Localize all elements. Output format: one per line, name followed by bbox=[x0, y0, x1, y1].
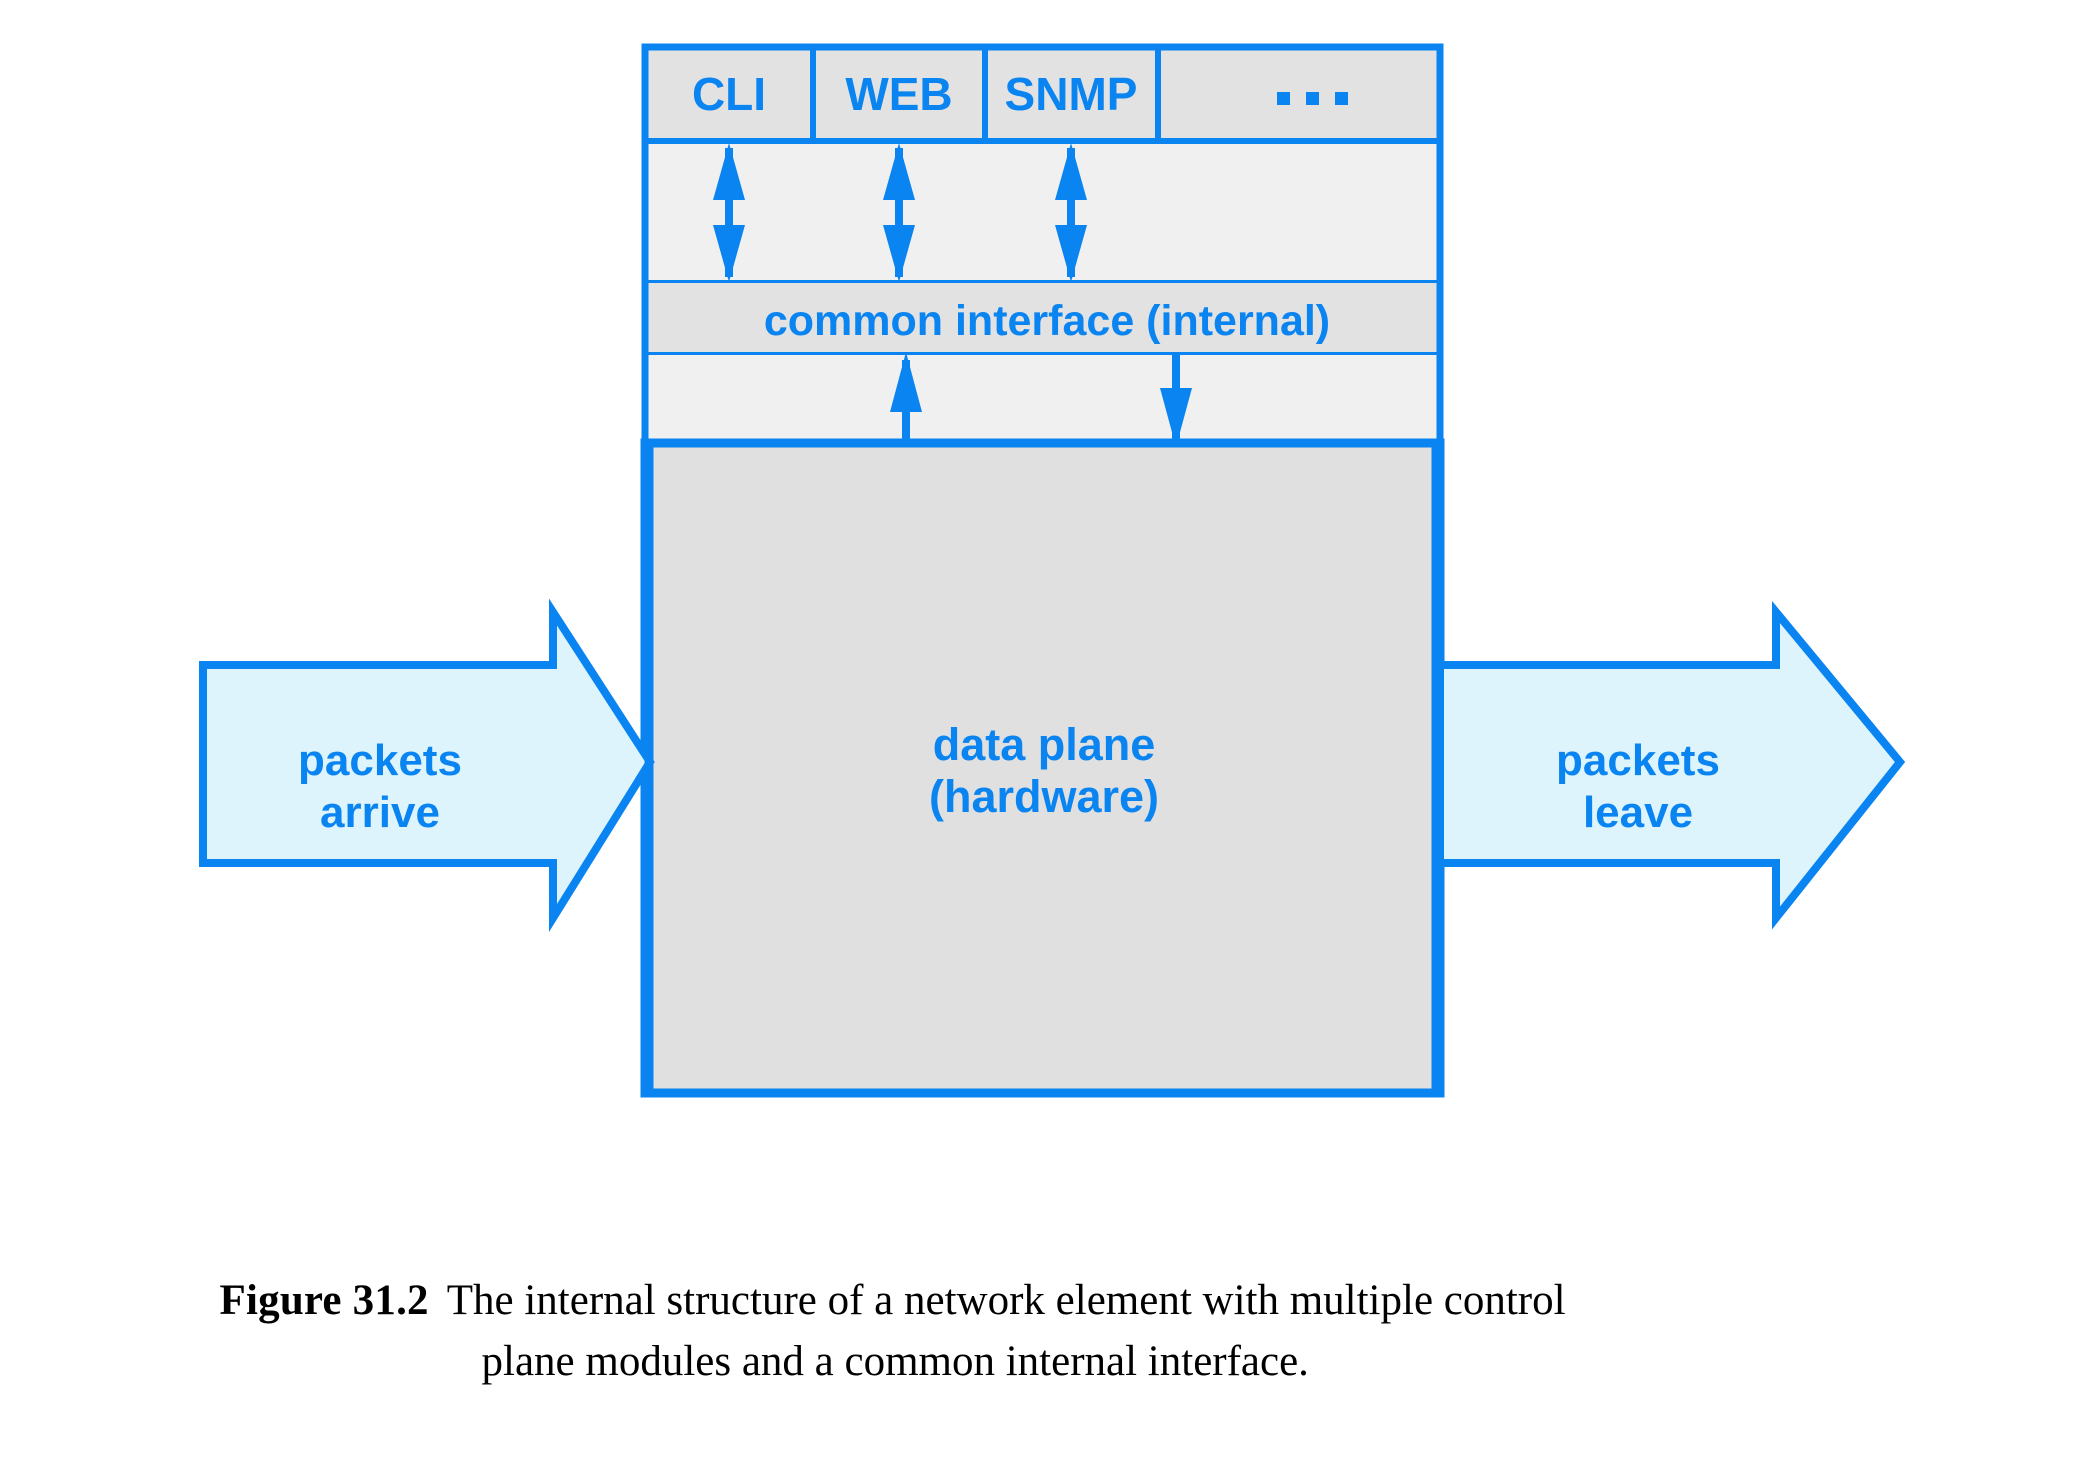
control-plane-module-row: CLI WEB SNMP bbox=[645, 47, 1440, 141]
arrow-interface-to-dataplane-down bbox=[1160, 355, 1192, 447]
module-cell-snmp-bg bbox=[985, 47, 1158, 141]
figure-caption: Figure 31.2 The internal structure of a n… bbox=[0, 1270, 2079, 1392]
packets-leave-arrow: packets leave bbox=[1436, 600, 1906, 930]
common-interface-label: common interface (internal) bbox=[764, 297, 1330, 345]
data-plane-label-line2: (hardware) bbox=[929, 771, 1159, 822]
caption-text-line-1: The internal structure of a network elem… bbox=[446, 1277, 1566, 1324]
packets-leave-shape bbox=[1436, 600, 1906, 930]
caption-figure-number: Figure 31.2 bbox=[219, 1277, 429, 1324]
interface-dataplane-gap-row bbox=[645, 352, 1440, 447]
caption-text-line-2: plane modules and a common internal inte… bbox=[481, 1338, 1309, 1386]
caption-line-2: plane modules and a common internal inte… bbox=[220, 1331, 1860, 1392]
arrow-web-bidirectional bbox=[883, 143, 915, 282]
module-label-ellipsis-icon bbox=[1277, 92, 1348, 105]
caption-line-1: Figure 31.2 The internal structure of a n… bbox=[220, 1270, 1860, 1331]
common-interface-bg bbox=[645, 283, 1440, 355]
gap-row-1-bg bbox=[645, 141, 1440, 283]
module-label-web: WEB bbox=[845, 68, 952, 120]
packets-leave-label-line1: packets bbox=[1556, 736, 1720, 785]
packets-arrive-label-line2: arrive bbox=[320, 788, 440, 837]
common-interface-band: common interface (internal) bbox=[645, 283, 1440, 358]
packets-arrive-shape bbox=[199, 598, 655, 933]
arrow-snmp-bidirectional bbox=[1055, 143, 1087, 282]
network-element-diagram: CLI WEB SNMP bbox=[199, 43, 1906, 1098]
packets-arrive-label-line1: packets bbox=[298, 736, 462, 785]
gap-row-2-bg bbox=[645, 355, 1440, 443]
module-cell-more-bg bbox=[1158, 47, 1440, 141]
module-cell-web-bg bbox=[813, 47, 985, 141]
packets-arrive-arrow: packets arrive bbox=[199, 598, 655, 933]
packets-leave-label-line2: leave bbox=[1583, 788, 1693, 837]
data-plane-label-line1: data plane bbox=[933, 719, 1156, 770]
data-plane-box: data plane (hardware) bbox=[640, 438, 1445, 1098]
module-label-snmp: SNMP bbox=[1005, 68, 1138, 120]
arrow-cli-bidirectional bbox=[713, 143, 745, 282]
module-interface-gap-row bbox=[645, 138, 1440, 286]
arrow-dataplane-to-interface-up bbox=[890, 352, 922, 443]
module-label-cli: CLI bbox=[692, 68, 766, 120]
module-cell-cli-bg bbox=[645, 47, 813, 141]
